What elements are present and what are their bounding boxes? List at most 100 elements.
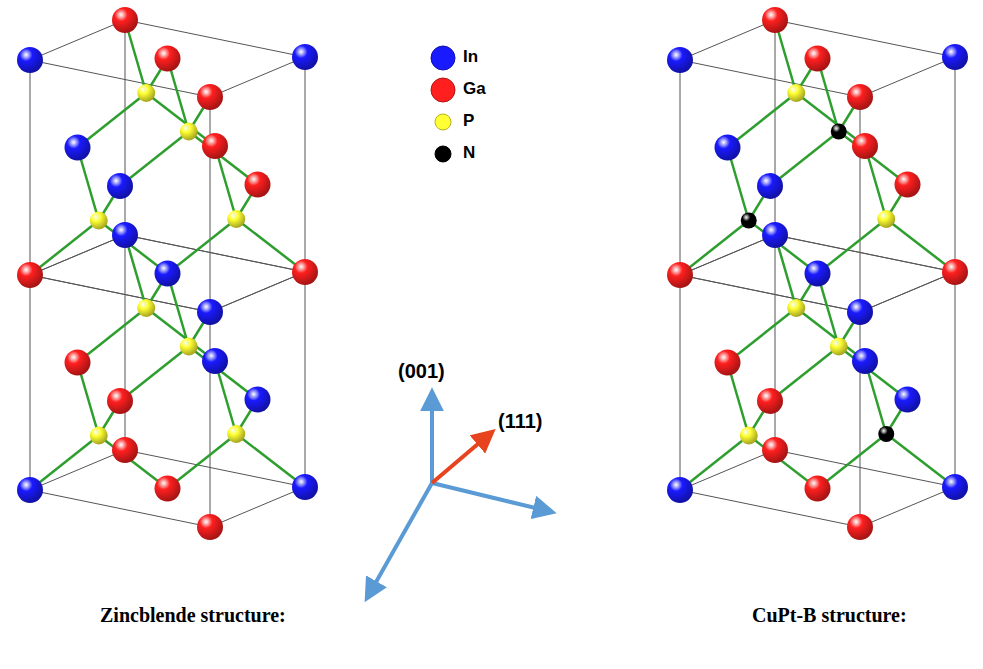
cell-edge bbox=[680, 490, 860, 527]
cell-edge bbox=[30, 235, 125, 275]
cell-edge bbox=[30, 275, 210, 312]
cell-edge bbox=[30, 275, 31, 490]
axis-arrow bbox=[430, 392, 434, 483]
atom bbox=[17, 477, 43, 503]
atom bbox=[137, 84, 155, 102]
atom bbox=[847, 84, 873, 110]
atom bbox=[667, 47, 693, 73]
atom bbox=[155, 46, 181, 72]
atom bbox=[895, 172, 921, 198]
cell-edge bbox=[955, 57, 956, 272]
legend-swatch bbox=[435, 146, 451, 162]
cell-edge bbox=[860, 312, 861, 527]
atom bbox=[847, 299, 873, 325]
cell-edge bbox=[210, 272, 305, 312]
cell-edge bbox=[680, 275, 681, 490]
bond bbox=[30, 221, 99, 276]
cell-edge bbox=[860, 57, 955, 97]
legend-swatch bbox=[431, 78, 455, 102]
cell-edge bbox=[775, 235, 955, 272]
axis-arrow bbox=[432, 432, 492, 483]
bond bbox=[728, 93, 797, 148]
cell-edge bbox=[680, 275, 860, 312]
atom bbox=[787, 299, 805, 317]
bond bbox=[120, 132, 189, 187]
atom bbox=[90, 427, 108, 445]
legend-swatch bbox=[431, 46, 455, 70]
atom bbox=[17, 262, 43, 288]
atom bbox=[667, 262, 693, 288]
atom bbox=[65, 135, 91, 161]
cell-edge bbox=[125, 235, 305, 272]
cell-edge bbox=[30, 20, 125, 60]
atom bbox=[877, 210, 895, 228]
atom bbox=[107, 173, 133, 199]
atom bbox=[245, 387, 271, 413]
atom bbox=[107, 388, 133, 414]
bond bbox=[168, 434, 237, 489]
atom bbox=[65, 350, 91, 376]
atom bbox=[895, 387, 921, 413]
atom bbox=[942, 474, 968, 500]
cell-edge bbox=[210, 97, 211, 312]
atom bbox=[741, 213, 757, 229]
cell-edge bbox=[210, 487, 305, 527]
legend-label: Ga bbox=[463, 79, 486, 99]
atom bbox=[137, 299, 155, 317]
atom bbox=[805, 46, 831, 72]
atom bbox=[202, 348, 228, 374]
cell-edge bbox=[30, 275, 210, 312]
cell-edge bbox=[680, 235, 775, 275]
bond bbox=[236, 219, 305, 272]
cell-edge bbox=[125, 235, 305, 272]
cell-edge bbox=[680, 450, 775, 490]
cell-edge bbox=[30, 60, 210, 97]
bond bbox=[189, 347, 258, 400]
bond bbox=[99, 436, 168, 489]
bond bbox=[818, 219, 887, 274]
cell-edge bbox=[125, 450, 305, 487]
bond bbox=[839, 347, 908, 400]
atom bbox=[112, 7, 138, 33]
atom bbox=[805, 261, 831, 287]
cell-edge bbox=[860, 487, 955, 527]
bond bbox=[749, 436, 818, 489]
axis-arrows bbox=[367, 392, 552, 598]
atom bbox=[227, 210, 245, 228]
atom bbox=[90, 212, 108, 230]
atom bbox=[715, 350, 741, 376]
cell-edge bbox=[210, 272, 305, 312]
atom bbox=[762, 222, 788, 248]
bond bbox=[749, 221, 818, 274]
cell-edge bbox=[210, 312, 211, 527]
atom bbox=[830, 338, 848, 356]
atom bbox=[852, 133, 878, 159]
cell-edge bbox=[125, 20, 305, 57]
bond bbox=[770, 347, 839, 402]
cell-edge bbox=[680, 235, 775, 275]
axis-label: (001) bbox=[398, 360, 445, 383]
cell-edge bbox=[775, 235, 776, 450]
bond bbox=[839, 132, 908, 185]
atom bbox=[227, 425, 245, 443]
legend-swatch bbox=[435, 114, 451, 130]
atom bbox=[787, 84, 805, 102]
atom bbox=[831, 124, 847, 140]
atom bbox=[667, 477, 693, 503]
bond bbox=[168, 219, 237, 274]
atom bbox=[762, 7, 788, 33]
bond bbox=[189, 132, 258, 185]
zincblende-structure bbox=[17, 7, 318, 540]
cell-edge bbox=[680, 275, 860, 312]
bond bbox=[770, 132, 839, 187]
cell-edge bbox=[30, 235, 125, 275]
cell-edge bbox=[305, 57, 306, 272]
atom bbox=[112, 437, 138, 463]
cell-edge bbox=[680, 60, 860, 97]
legend-label: N bbox=[463, 143, 475, 163]
atom bbox=[197, 514, 223, 540]
bond bbox=[78, 93, 147, 148]
cell-edge bbox=[775, 235, 955, 272]
structure-caption: CuPt-B structure: bbox=[752, 604, 907, 627]
